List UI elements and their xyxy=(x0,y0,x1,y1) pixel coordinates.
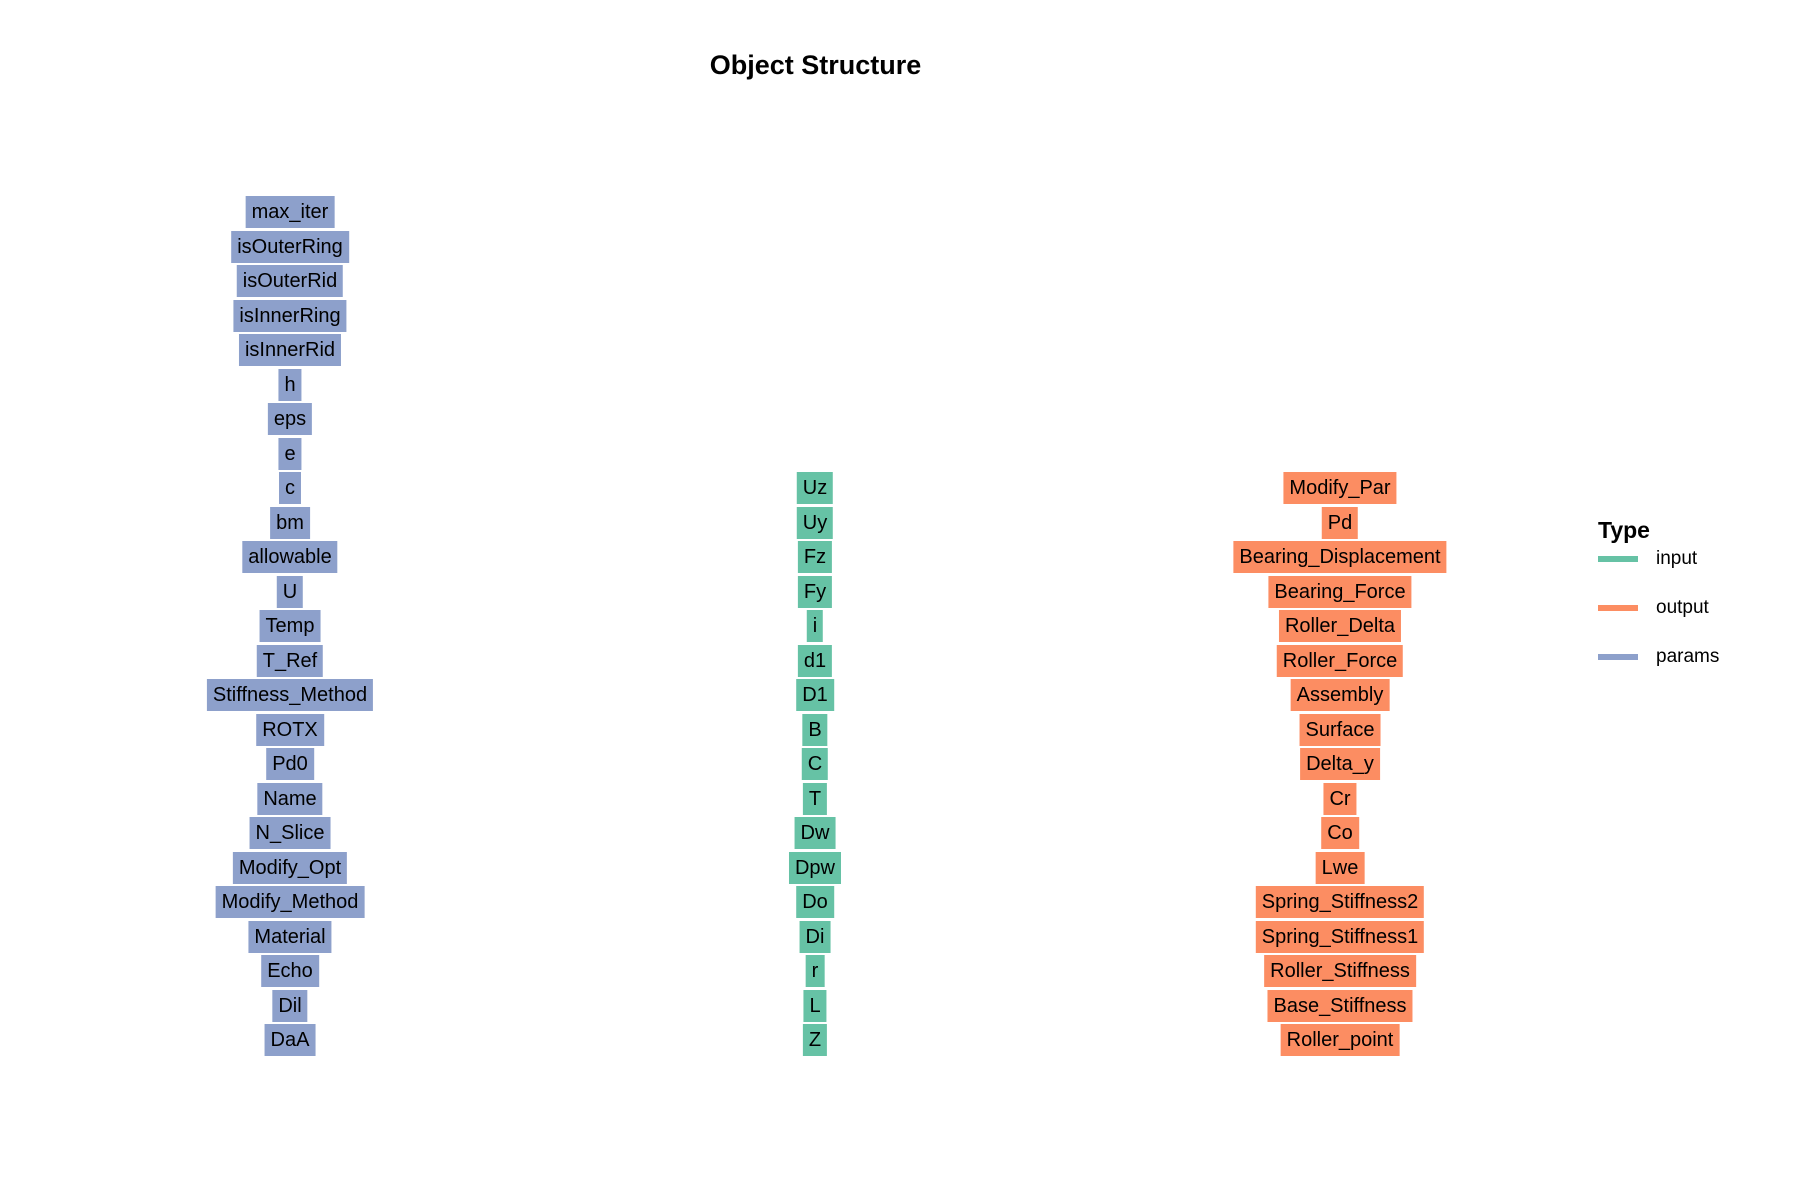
output-node: Modify_Par xyxy=(1283,472,1397,504)
output-node: Spring_Stiffness1 xyxy=(1255,920,1425,953)
params-node: ROTX xyxy=(256,713,324,746)
input-node: i xyxy=(806,610,824,642)
input-node: Fy xyxy=(797,575,833,608)
output-node: Spring_Stiffness2 xyxy=(1255,886,1425,918)
params-node: bm xyxy=(270,506,310,539)
input-node: Z xyxy=(802,1024,828,1056)
legend-swatch xyxy=(1598,556,1638,562)
params-node: Temp xyxy=(259,610,321,642)
output-node: Roller_point xyxy=(1280,1024,1400,1056)
params-node: isOuterRid xyxy=(236,265,344,297)
output-node: Lwe xyxy=(1315,851,1365,884)
input-node: Fz xyxy=(797,541,833,573)
diagram-title: Object Structure xyxy=(709,50,922,80)
params-node: Echo xyxy=(261,955,319,987)
output-node: Base_Stiffness xyxy=(1267,989,1413,1022)
legend-title: Type xyxy=(1598,517,1650,543)
input-node: T xyxy=(802,782,828,815)
input-node: D1 xyxy=(796,679,834,711)
output-node: Roller_Force xyxy=(1276,644,1404,677)
input-node: Dpw xyxy=(788,851,842,884)
input-node: B xyxy=(802,713,828,746)
output-node: Bearing_Displacement xyxy=(1233,541,1447,573)
params-node: Pd0 xyxy=(266,748,314,780)
params-node: Dil xyxy=(272,989,308,1022)
input-node: Dw xyxy=(794,817,836,849)
params-node: U xyxy=(276,575,304,608)
params-node: c xyxy=(279,472,301,504)
input-node: d1 xyxy=(797,644,833,677)
legend-label: params xyxy=(1656,646,1720,667)
params-node: max_iter xyxy=(245,196,335,228)
input-node: L xyxy=(803,989,827,1022)
output-node: Assembly xyxy=(1290,679,1390,711)
params-node: Modify_Opt xyxy=(232,851,348,884)
legend: Type input output params xyxy=(1598,515,1778,667)
params-node: eps xyxy=(267,403,313,435)
params-node: T_Ref xyxy=(256,644,324,677)
input-node: Di xyxy=(799,920,831,953)
legend-swatch xyxy=(1598,605,1638,611)
params-node: Modify_Method xyxy=(215,886,365,918)
output-node: Delta_y xyxy=(1300,748,1380,780)
output-node: Surface xyxy=(1299,713,1381,746)
params-node: e xyxy=(278,437,302,470)
output-node: Roller_Stiffness xyxy=(1264,955,1416,987)
input-node: r xyxy=(805,955,825,987)
output-node: Cr xyxy=(1323,782,1357,815)
params-node: isOuterRing xyxy=(231,230,349,263)
params-node: isInnerRid xyxy=(238,334,342,366)
params-node: allowable xyxy=(242,541,338,573)
params-node: Stiffness_Method xyxy=(206,679,374,711)
params-node: Material xyxy=(248,920,332,953)
input-node: C xyxy=(801,748,829,780)
params-node: isInnerRing xyxy=(233,299,347,332)
output-node: Pd xyxy=(1321,506,1359,539)
legend-label: input xyxy=(1656,548,1698,569)
input-node: Uz xyxy=(796,472,834,504)
legend-swatch xyxy=(1598,654,1638,660)
legend-label: output xyxy=(1656,597,1709,618)
params-node: h xyxy=(278,368,302,401)
output-node: Roller_Delta xyxy=(1278,610,1402,642)
output-node: Bearing_Force xyxy=(1268,575,1412,608)
params-node: DaA xyxy=(264,1024,316,1056)
params-node: Name xyxy=(257,782,323,815)
params-node: N_Slice xyxy=(249,817,331,849)
output-node: Co xyxy=(1321,817,1359,849)
input-node: Do xyxy=(796,886,834,918)
input-node: Uy xyxy=(796,506,834,539)
